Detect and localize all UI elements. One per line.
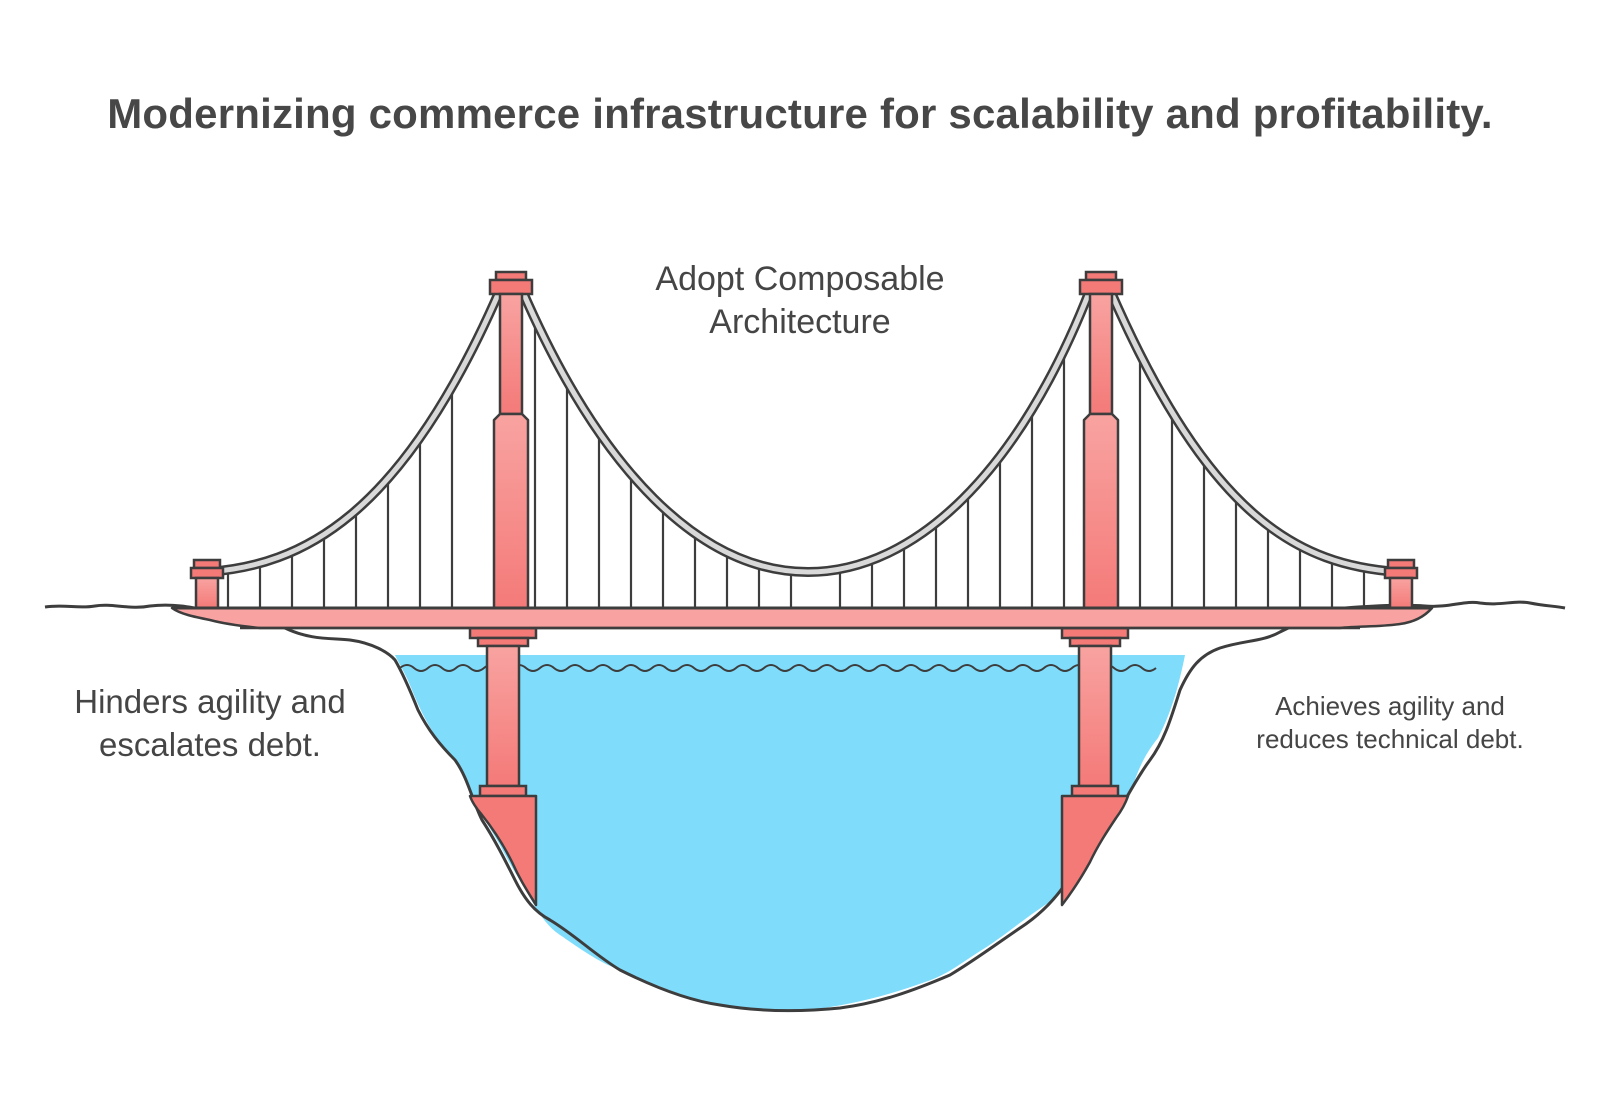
right-pier xyxy=(1060,626,1130,907)
right-label: Achieves agility and reduces technical d… xyxy=(1225,690,1555,756)
top-label: Adopt Composable Architecture xyxy=(580,258,1020,344)
diagram-title: Modernizing commerce infrastructure for … xyxy=(107,90,1493,137)
top-label-line-2: Architecture xyxy=(709,303,891,341)
top-label-line-1: Adopt Composable xyxy=(655,260,945,298)
suspender-cables xyxy=(226,321,1366,608)
right-tower xyxy=(1078,270,1124,612)
right-label-line-2: reduces technical debt. xyxy=(1256,724,1524,754)
left-label-line-2: escalates debt. xyxy=(99,726,321,763)
left-pier xyxy=(468,626,538,907)
bridge-deck xyxy=(170,606,1434,630)
river-water xyxy=(395,655,1185,1011)
left-label-line-1: Hinders agility and xyxy=(74,683,346,720)
right-anchor-post xyxy=(1383,558,1419,610)
left-anchor-post xyxy=(189,558,225,610)
main-cables xyxy=(203,285,1403,578)
right-label-line-1: Achieves agility and xyxy=(1275,691,1505,721)
left-label: Hinders agility and escalates debt. xyxy=(40,680,380,766)
water-surface xyxy=(399,664,1157,672)
left-tower xyxy=(488,270,534,612)
